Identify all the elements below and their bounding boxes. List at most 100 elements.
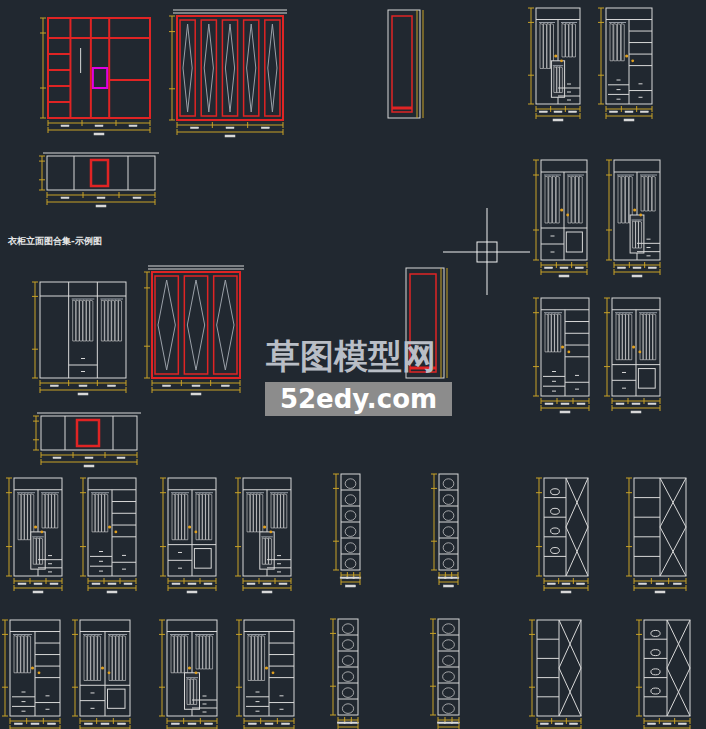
cad-line [236, 620, 242, 621]
cad-line [169, 88, 175, 89]
cad-rect [279, 583, 287, 585]
cad-line [606, 116, 652, 117]
cad-rect [632, 275, 642, 277]
wardrobe-elevation [604, 298, 660, 413]
cad-line [167, 718, 168, 724]
cad-line [608, 84, 629, 85]
cad-rect [167, 620, 217, 716]
cad-line [72, 716, 78, 717]
cad-line [660, 478, 686, 527]
cad-line [333, 570, 339, 571]
cad-line [48, 120, 49, 126]
cad-line [48, 37, 150, 39]
bag-sketch [443, 624, 455, 634]
watermark: 草图模型网 [266, 334, 436, 380]
cad-line [14, 581, 62, 582]
cad-line [177, 132, 283, 133]
cad-line [48, 563, 52, 564]
cad-line [195, 492, 213, 493]
cad-line [217, 718, 218, 724]
cad-line [338, 727, 358, 728]
cad-line [60, 725, 61, 729]
cad-rect [247, 583, 255, 585]
cad-line [458, 572, 459, 578]
cad-line [626, 546, 632, 547]
cad-line [667, 620, 690, 668]
accent-dot [34, 525, 37, 528]
cad-line [330, 619, 336, 620]
cad-line [636, 716, 642, 717]
cad-rect [14, 723, 22, 725]
cad-line [634, 588, 686, 589]
cad-line [330, 715, 336, 716]
cad-line [80, 718, 81, 724]
cad-line [192, 700, 217, 701]
cad-line [261, 536, 272, 537]
cad-shape [251, 635, 254, 680]
cad-line [216, 585, 217, 591]
cad-line [438, 667, 459, 668]
cad-line [126, 387, 127, 393]
bag-sketch [551, 528, 560, 534]
cad-rect [439, 474, 458, 570]
bag-sketch [342, 624, 353, 634]
cad-rect [244, 620, 294, 716]
cad-line [148, 269, 244, 270]
cad-line [183, 718, 184, 724]
cad-line [533, 175, 539, 176]
accent-dot [632, 345, 635, 348]
cad-line [544, 588, 588, 589]
cad-line [14, 578, 15, 584]
cad-line [40, 383, 126, 384]
cad-line [614, 272, 660, 273]
cad-line [533, 312, 539, 313]
cad-line [674, 718, 675, 724]
cad-line [81, 371, 85, 372]
cad-line [360, 579, 361, 585]
cad-shape [556, 176, 559, 223]
cad-line [439, 582, 458, 583]
cad-line [68, 380, 69, 386]
cad-line [269, 643, 294, 644]
cad-rect [537, 620, 581, 716]
cad-shape [14, 635, 17, 672]
cad-rect [648, 267, 656, 269]
cad-line [567, 84, 571, 85]
cad-line [636, 310, 637, 396]
cad-line [636, 687, 642, 688]
cad-shape [545, 314, 548, 352]
cad-line [43, 718, 44, 724]
cad-line [644, 718, 645, 724]
accent-dot [40, 531, 43, 534]
cad-line [173, 10, 287, 11]
cad-line [259, 578, 260, 584]
cad-line [40, 118, 46, 119]
cad-line [120, 578, 121, 584]
cad-line [417, 10, 418, 118]
cad-shape [217, 280, 234, 370]
cad-rect [93, 68, 107, 88]
cad-line [14, 588, 62, 589]
cad-line [39, 161, 45, 162]
cad-rect [185, 673, 200, 709]
cad-line [80, 721, 130, 722]
cad-line [439, 538, 458, 539]
cad-line [533, 260, 539, 261]
cad-line [260, 718, 261, 724]
cad-rect [351, 722, 359, 724]
cad-shape [158, 280, 175, 370]
cad-line [544, 536, 566, 537]
cad-line [33, 450, 39, 451]
cad-rect [561, 591, 571, 593]
cad-rect [133, 197, 141, 199]
cad-shape [645, 176, 648, 211]
cad-line [244, 718, 245, 724]
cad-rect [79, 385, 87, 387]
cad-line [155, 199, 156, 205]
cad-line [181, 380, 182, 386]
bag-sketch [651, 688, 660, 694]
cad-line [6, 546, 12, 547]
cad-shape [551, 314, 554, 352]
cad-line [660, 478, 686, 527]
cad-line [430, 633, 436, 634]
